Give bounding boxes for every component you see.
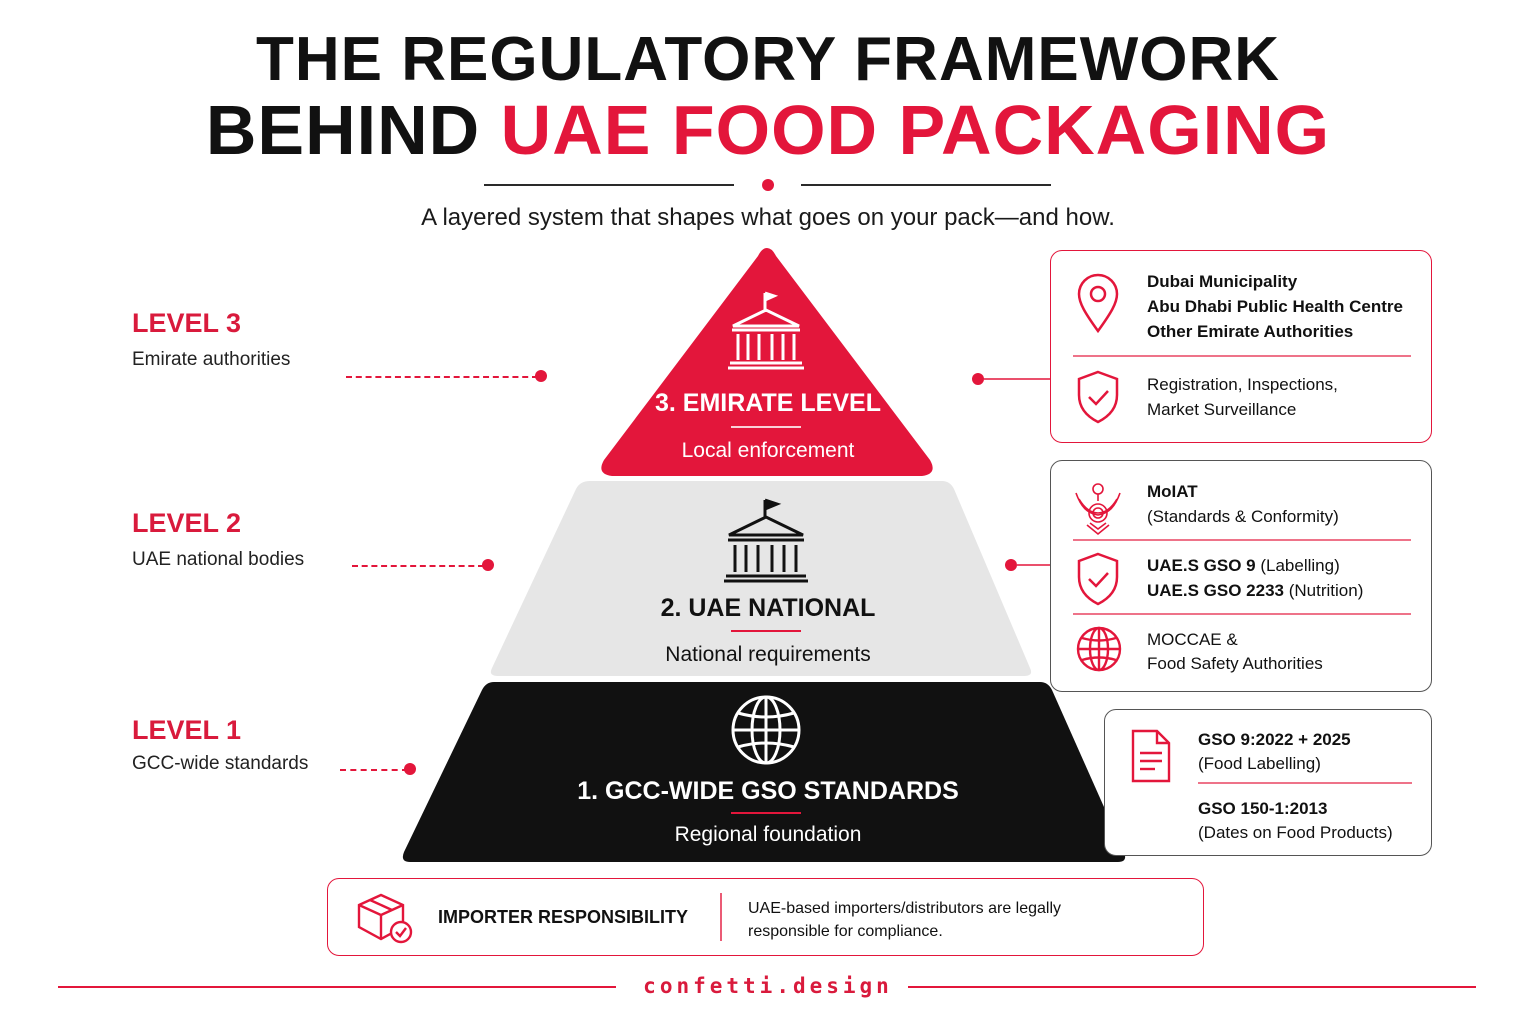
pyramid-middle-tier [490, 481, 1032, 676]
level-3-desc: Emirate authorities [132, 349, 291, 370]
gso-150-code: GSO 150-1:2013 [1198, 799, 1328, 818]
importer-responsibility-box: IMPORTER RESPONSIBILITY UAE-based import… [327, 878, 1204, 956]
moiat-name: MoIAT [1147, 482, 1198, 501]
card-divider [1073, 613, 1411, 615]
level-2-desc: UAE national bodies [132, 549, 305, 570]
page-title-line-1: THE REGULATORY FRAMEWORK [255, 25, 1281, 94]
authority-other: Other Emirate Authorities [1147, 322, 1354, 341]
card-divider [1198, 782, 1412, 784]
title-divider-left [484, 184, 734, 186]
tier-1-sub: Regional foundation [674, 823, 862, 846]
location-pin-icon [1077, 273, 1119, 334]
package-check-icon [357, 893, 413, 944]
card-divider [1073, 355, 1411, 357]
page-title-line-2: BEHIND UAE FOOD PACKAGING [0, 90, 1536, 170]
top-right-connector-dot [972, 373, 984, 385]
title-divider-dot [762, 179, 774, 191]
emirate-authorities-card: Dubai Municipality Abu Dhabi Public Heal… [1050, 250, 1432, 443]
level-1-desc: GCC-wide standards [132, 753, 309, 774]
importer-divider [720, 893, 722, 941]
tier-3-heading: 3. EMIRATE LEVEL [655, 389, 881, 417]
footer-line-left [58, 986, 616, 988]
government-building-icon-top [728, 291, 804, 370]
level-3-connector-dot [535, 370, 547, 382]
emirate-duties-line-1: Registration, Inspections, [1147, 375, 1338, 394]
globe-icon [1076, 626, 1122, 672]
tier-1-heading: 1. GCC-WIDE GSO STANDARDS [577, 777, 959, 805]
national-bodies-card: MoIAT (Standards & Conformity) UAE.S GSO… [1050, 460, 1432, 692]
importer-title: IMPORTER RESPONSIBILITY [438, 907, 689, 927]
level-1-connector [340, 769, 408, 771]
government-building-icon-middle [724, 498, 808, 583]
importer-desc-line-1: UAE-based importers/distributors are leg… [748, 900, 1062, 917]
pyramid-bottom-tier [402, 682, 1126, 862]
gcc-standards-card: GSO 9:2022 + 2025 (Food Labelling) GSO 1… [1104, 709, 1432, 856]
tier-2-underline [731, 630, 801, 632]
title-black-part: BEHIND [205, 91, 501, 169]
moccae-line-2: Food Safety Authorities [1147, 654, 1323, 673]
level-1-connector-dot [404, 763, 416, 775]
gso-9-2022-code: GSO 9:2022 + 2025 [1198, 730, 1351, 749]
document-icon [1131, 729, 1171, 783]
level-2-connector-dot [482, 559, 494, 571]
title-divider-right [801, 184, 1051, 186]
importer-desc-line-2: responsible for compliance. [748, 923, 943, 940]
authority-abu-dhabi: Abu Dhabi Public Health Centre [1147, 297, 1403, 316]
emirate-duties-line-2: Market Surveillance [1147, 400, 1297, 419]
tier-3-underline [731, 426, 801, 428]
globe-icon-bottom [731, 695, 801, 765]
level-3-label: LEVEL 3 [132, 308, 242, 338]
tier-1-underline [731, 812, 801, 814]
shield-check-icon [1077, 552, 1119, 606]
authority-dubai: Dubai Municipality [1147, 272, 1298, 291]
footer-line-right [908, 986, 1476, 988]
tier-3-sub: Local enforcement [681, 439, 855, 462]
middle-right-connector-dot [1005, 559, 1017, 571]
title-red-part: UAE FOOD PACKAGING [500, 91, 1331, 169]
level-2-connector [352, 565, 484, 567]
level-2-label: LEVEL 2 [132, 508, 242, 538]
brand-footer[interactable]: confetti.design [643, 974, 893, 998]
moiat-desc: (Standards & Conformity) [1147, 507, 1339, 526]
shield-check-icon [1077, 370, 1119, 424]
uae-emblem-icon [1075, 483, 1121, 536]
standard-gso-2233: UAE.S GSO 2233 (Nutrition) [1147, 581, 1364, 600]
gso-150-desc: (Dates on Food Products) [1198, 823, 1393, 842]
level-3-connector [346, 376, 538, 378]
tier-2-sub: National requirements [665, 643, 871, 666]
moccae-line-1: MOCCAE & [1147, 630, 1238, 649]
tier-2-heading: 2. UAE NATIONAL [660, 594, 876, 622]
standard-gso-9: UAE.S GSO 9 (Labelling) [1147, 556, 1340, 575]
gso-9-2022-desc: (Food Labelling) [1198, 754, 1321, 773]
subtitle: A layered system that shapes what goes o… [421, 204, 1115, 231]
level-1-label: LEVEL 1 [132, 715, 242, 745]
card-divider [1073, 539, 1411, 541]
